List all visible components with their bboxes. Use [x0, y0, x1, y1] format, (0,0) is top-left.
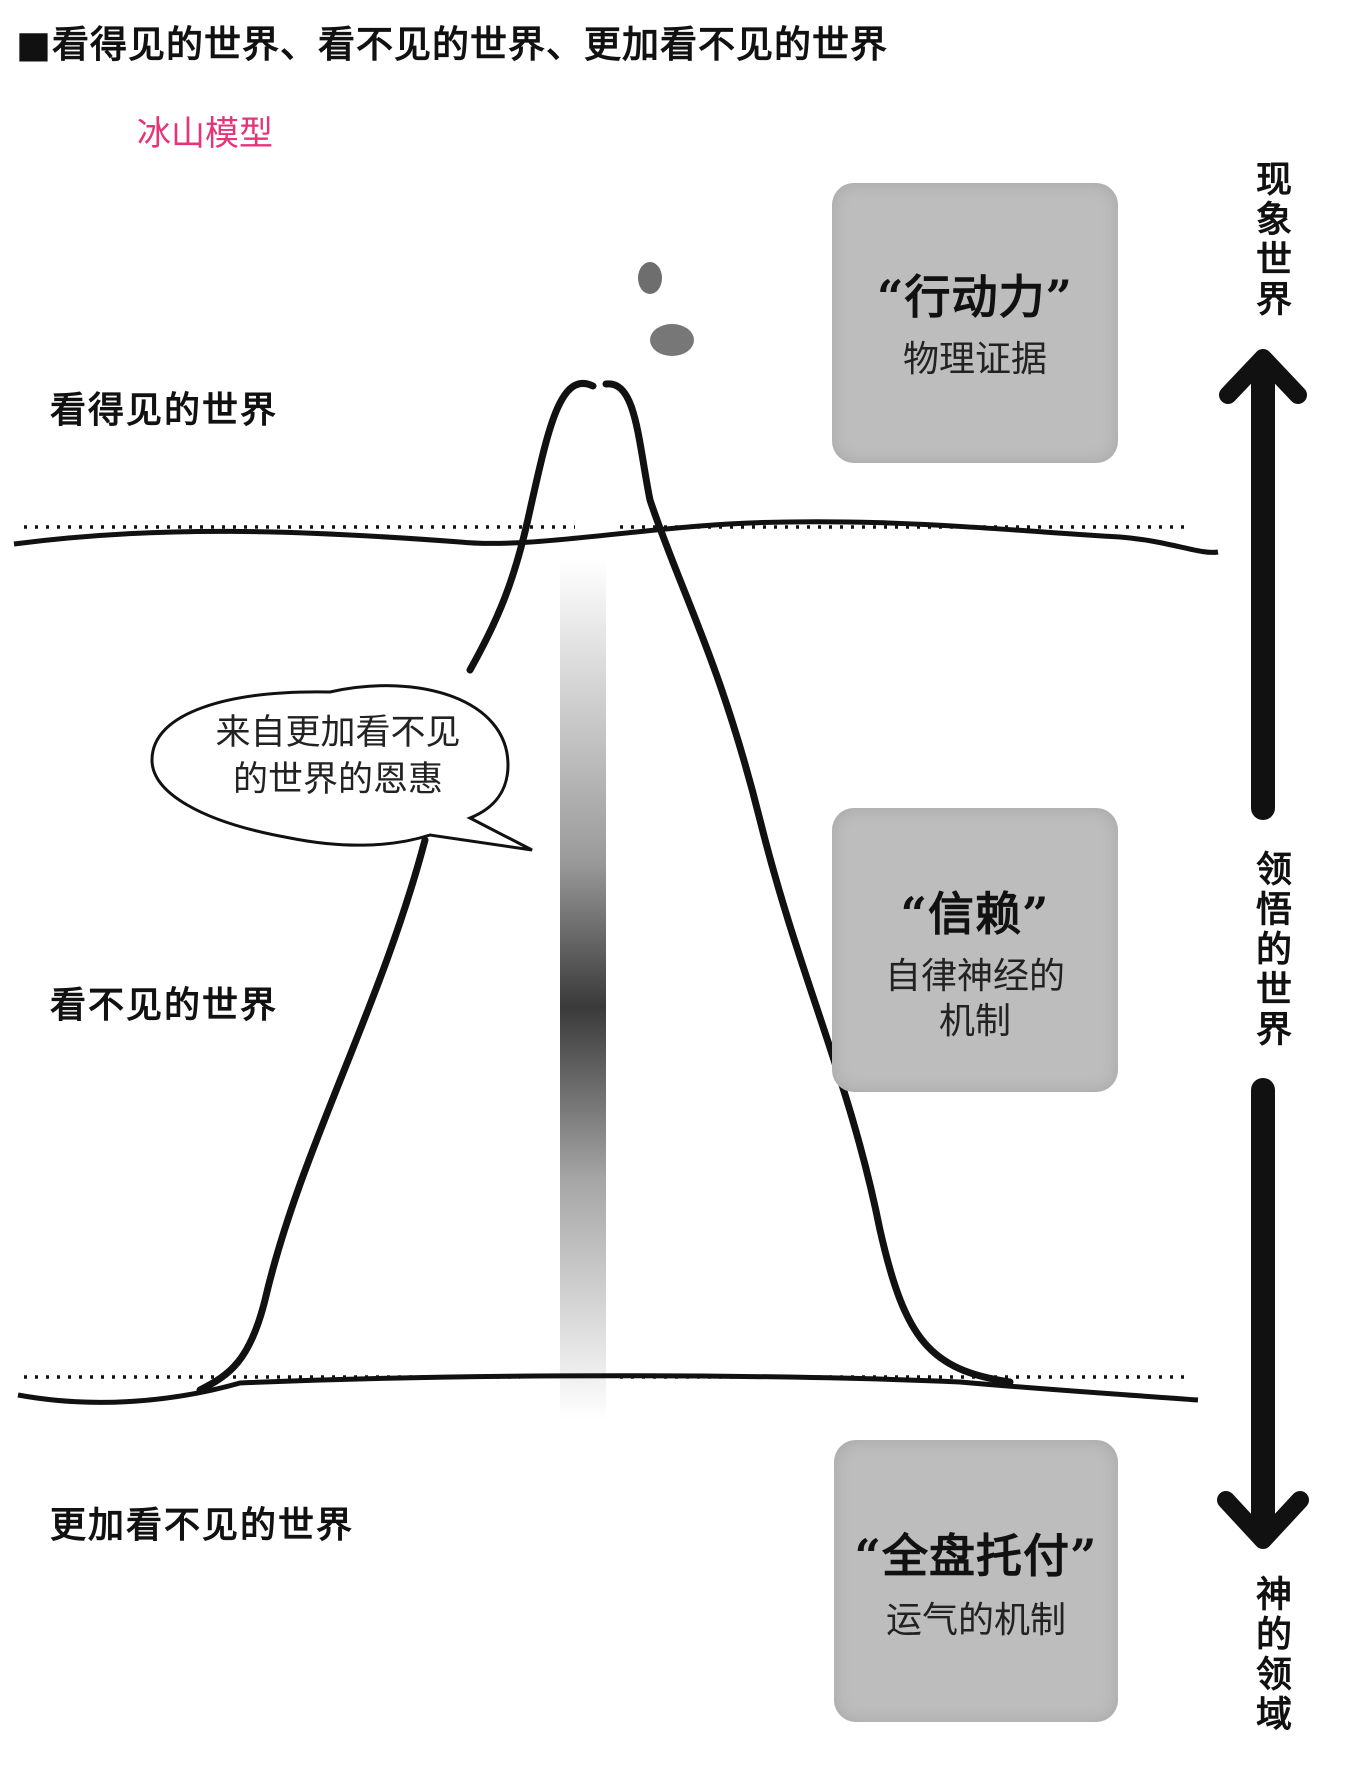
snow-fragment — [638, 262, 662, 294]
bottom-boundary-line — [17, 1373, 1199, 1405]
box-trust-text-2: 机制 — [938, 1001, 1011, 1042]
arrow-down-icon — [1217, 1491, 1309, 1549]
diagram-subtitle: 冰山模型 — [137, 114, 273, 154]
world-label-invisible: 看不见的世界 — [50, 985, 279, 1026]
box-action-title: “行动力” — [877, 270, 1073, 324]
water-surface-line — [13, 519, 1219, 555]
world-label-visible: 看得见的世界 — [50, 390, 279, 431]
box-entrust-title: “全盘托付” — [854, 1529, 1098, 1583]
box-entrust-text: 运气的机制 — [885, 1600, 1066, 1641]
box-trust-title: “信赖” — [900, 887, 1050, 941]
iceberg-right-outline — [602, 380, 1014, 1386]
arrow-up-icon — [1219, 349, 1307, 404]
bubble-text: 来自更加看不见 的世界的恩惠 — [178, 710, 498, 805]
box-action-text: 物理证据 — [902, 339, 1047, 380]
snow-fragment — [650, 324, 694, 356]
axis-label-top: 现象世界 — [1250, 160, 1291, 320]
iceberg-left-outline — [196, 380, 597, 1394]
box-action: “行动力” 物理证据 — [832, 183, 1118, 463]
bubble-line-2: 的世界的恩惠 — [232, 760, 443, 801]
box-entrust: “全盘托付” 运气的机制 — [834, 1440, 1118, 1722]
center-gradient-column — [560, 560, 606, 1420]
box-trust: “信赖” 自律神经的 机制 — [832, 808, 1118, 1092]
axis-label-bottom: 神的领域 — [1250, 1575, 1291, 1735]
axis-label-middle: 领悟的世界 — [1250, 850, 1291, 1050]
box-trust-text-1: 自律神经的 — [884, 956, 1065, 997]
bubble-line-1: 来自更加看不见 — [215, 713, 461, 753]
page-title: ■看得见的世界、看不见的世界、更加看不见的世界 — [16, 23, 888, 66]
world-label-more-invisible: 更加看不见的世界 — [50, 1505, 355, 1546]
speech-bubble — [150, 684, 533, 852]
